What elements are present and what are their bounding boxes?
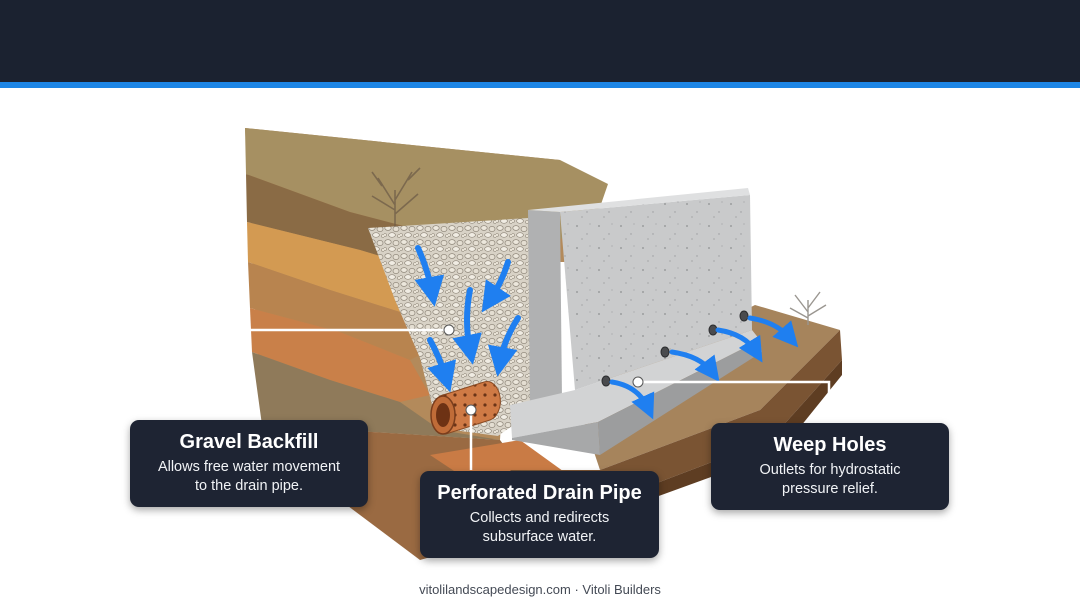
weep-holes-desc-line1: Outlets for hydrostatic <box>759 462 901 478</box>
drain-pipe-desc-line1: Collects and redirects <box>469 510 610 526</box>
weep-outflow-arrows <box>609 315 799 420</box>
leader-dots <box>443 324 644 416</box>
wall-stem-face <box>560 195 752 390</box>
wall-footing-front <box>512 422 600 455</box>
water-flow-arrows <box>414 245 521 393</box>
wall-stem-side <box>528 210 562 412</box>
weep-holes-callout: Weep Holes Outlets for hydrostatic press… <box>711 423 949 510</box>
drain-pipe-callout: Perforated Drain Pipe Collects and redir… <box>420 471 659 558</box>
wall-footing-side <box>598 340 762 455</box>
soil-layer-clay <box>250 308 430 402</box>
wall-stem-top <box>528 188 750 212</box>
gravel-backfill-title: Gravel Backfill <box>179 431 319 453</box>
weep-holes <box>601 310 749 387</box>
leader-lines <box>246 328 831 470</box>
weep-holes-desc-line2: pressure relief. <box>782 481 878 497</box>
drain-pipe-title: Perforated Drain Pipe <box>437 482 642 504</box>
soil-layer-bottom <box>252 352 500 440</box>
header-bar <box>0 0 1080 82</box>
gravel-backfill-callout: Gravel Backfill Allows free water moveme… <box>130 420 368 507</box>
gravel-backfill-desc-line1: Allows free water movement <box>157 459 341 475</box>
shrub-icon <box>789 291 827 325</box>
drain-pipe-desc-line2: subsurface water. <box>482 529 597 545</box>
header-accent-line <box>0 82 1080 88</box>
gravel-backfill-desc-line2: to the drain pipe. <box>194 478 304 494</box>
weep-holes-title: Weep Holes <box>773 434 887 456</box>
soil-layer-tan <box>248 262 430 360</box>
topsoil-layer <box>245 128 608 246</box>
footer-credit: vitolilandscapedesign.com · Vitoli Build… <box>419 582 661 597</box>
